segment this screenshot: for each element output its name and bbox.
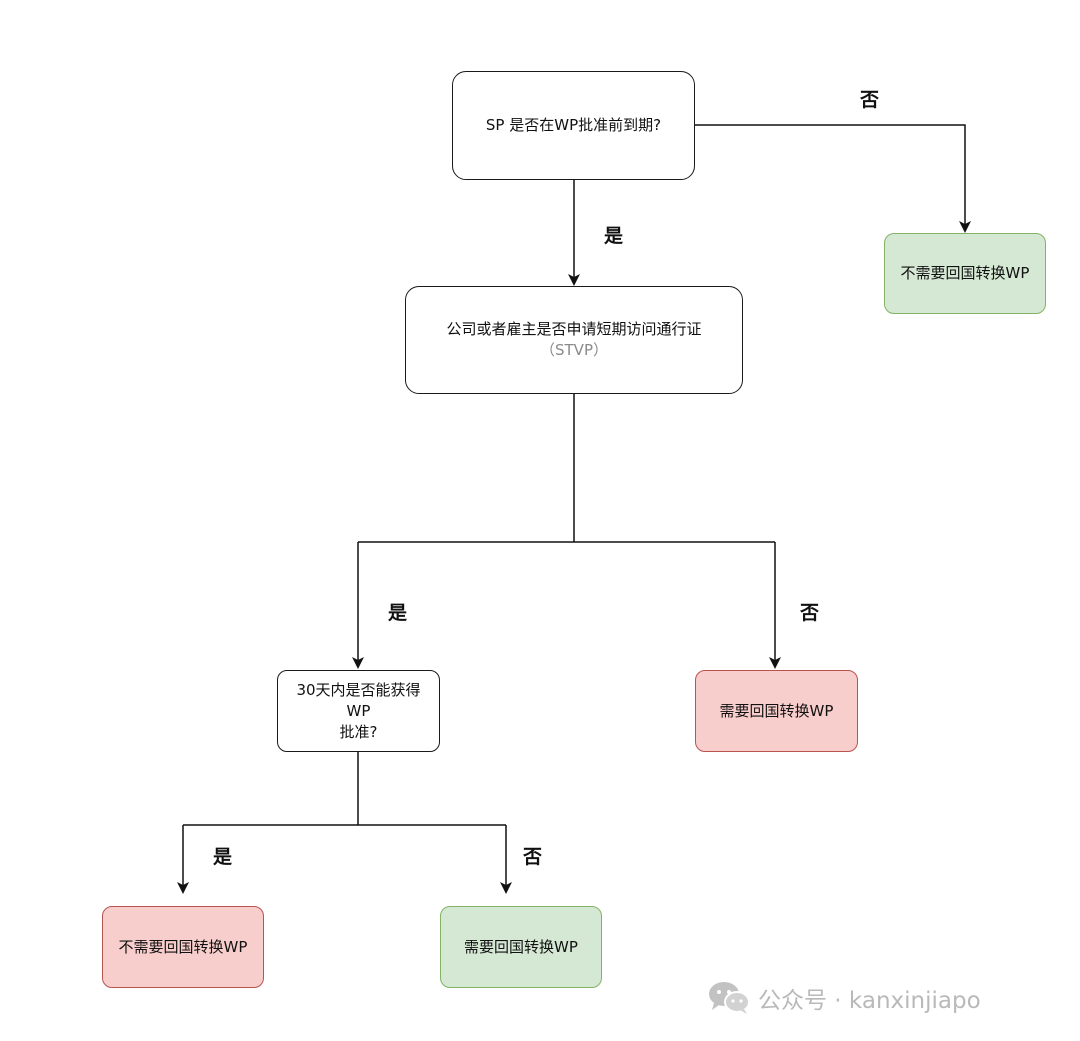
edge-label-q1-no: 否 [860,89,880,111]
decision-stvp-text: 公司或者雇主是否申请短期访问通行证 [446,320,702,338]
decision-stvp-subtext: （STVP） [540,341,608,359]
edge-q1-no [695,124,971,233]
decision-wp-30-days-text: 30天内是否能获得WP [296,680,421,720]
edge-label-q2-no: 否 [800,602,820,624]
edge-label-q3-yes: 是 [213,846,233,868]
watermark: 公众号 · kanxinjiapo [708,978,981,1018]
decision-wp-30-days: 30天内是否能获得WP 批准? [277,670,440,752]
outcome-return-mid-text: 需要回国转换WP [719,701,834,720]
decision-sp-expiry-text: SP 是否在WP批准前到期? [485,116,662,134]
edge-label-q1-yes: 是 [604,225,624,247]
edge-label-q3-no: 否 [523,846,543,868]
outcome-no-return-top-text: 不需要回国转换WP [900,264,1030,282]
outcome-return-bottom-text: 需要回国转换WP [464,937,578,956]
outcome-no-return-bottom: 不需要回国转换WP [102,906,264,988]
wechat-icon [708,981,750,1015]
outcome-no-return-top: 不需要回国转换WP [884,233,1046,314]
watermark-text: 公众号 · kanxinjiapo [758,988,981,1014]
decision-sp-expiry: SP 是否在WP批准前到期? [452,71,695,180]
outcome-return-mid: 需要回国转换WP [695,670,858,752]
outcome-return-bottom: 需要回国转换WP [440,906,602,988]
decision-wp-30-days-subtext: 批准? [339,722,378,741]
decision-stvp: 公司或者雇主是否申请短期访问通行证 （STVP） [405,286,743,394]
edge-label-q2-yes: 是 [388,602,408,624]
outcome-no-return-bottom-text: 不需要回国转换WP [118,937,248,956]
